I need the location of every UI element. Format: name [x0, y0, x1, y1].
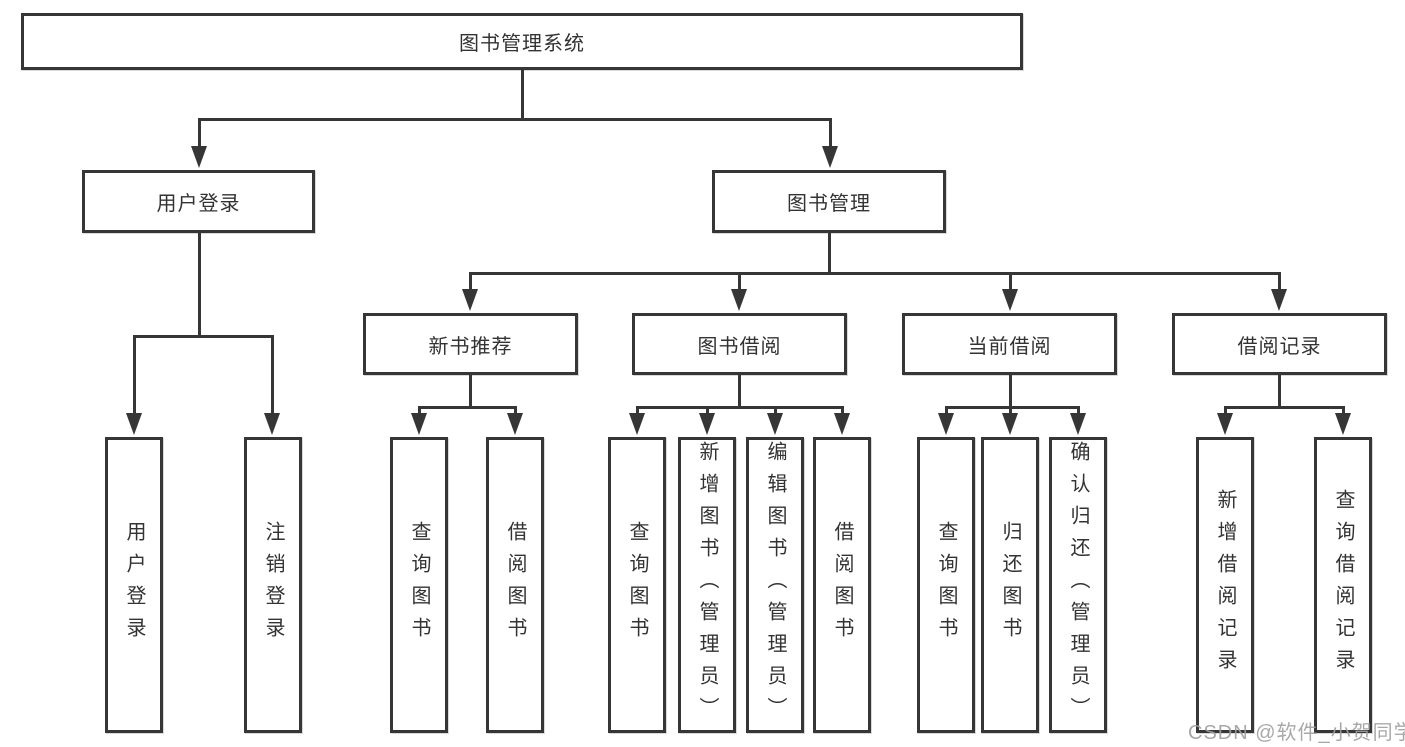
connector-line	[829, 119, 832, 151]
node-book-borrowing: 图书借阅	[632, 313, 847, 375]
connector-line	[1009, 374, 1012, 407]
connector-line	[1009, 273, 1012, 293]
connector-line	[1278, 273, 1281, 293]
connector-line	[636, 406, 844, 409]
node-book-management: 图书管理	[712, 170, 946, 233]
arrow-down-icon	[264, 413, 280, 435]
connector-line	[198, 232, 201, 336]
connector-line	[418, 406, 517, 409]
connector-line	[198, 119, 201, 151]
arrow-down-icon	[938, 413, 954, 435]
connector-line	[469, 273, 472, 293]
node-label: 新增图书（管理员）	[696, 441, 718, 729]
arrow-down-icon	[629, 413, 645, 435]
node-label: 新增借阅记录	[1214, 489, 1236, 681]
arrow-down-icon	[191, 146, 207, 168]
connector-line	[521, 68, 524, 120]
arrow-down-icon	[1002, 413, 1018, 435]
arrow-down-icon	[1070, 413, 1086, 435]
node-label: 图书管理系统	[459, 33, 585, 55]
node-label: 查询图书	[626, 521, 648, 649]
node-confirm-return-admin: 确认归还（管理员）	[1049, 437, 1107, 733]
node-edit-book-admin: 编辑图书（管理员）	[746, 437, 804, 733]
connector-line	[706, 407, 709, 417]
connector-line	[1224, 407, 1227, 417]
node-new-book-recommendation: 新书推荐	[363, 313, 578, 375]
node-logout-action: 注销登录	[244, 437, 302, 733]
node-current-borrowing: 当前借阅	[902, 313, 1117, 375]
arrow-down-icon	[731, 289, 747, 311]
node-label: 借阅图书	[504, 521, 526, 649]
connector-line	[469, 272, 1281, 275]
arrow-down-icon	[462, 289, 478, 311]
arrow-down-icon	[411, 413, 427, 435]
connector-line	[738, 374, 741, 407]
connector-line	[1342, 407, 1345, 417]
node-label: 用户登录	[123, 521, 145, 649]
csdn-watermark: CSDN @软件_小贺同学	[1188, 722, 1405, 744]
node-label: 确认归还（管理员）	[1067, 441, 1089, 729]
connector-line	[1077, 407, 1080, 417]
connector-line	[469, 374, 472, 407]
node-label: 注销登录	[262, 521, 284, 649]
connector-line	[133, 336, 136, 416]
node-library-management-system: 图书管理系统	[21, 13, 1023, 70]
arrow-down-icon	[126, 413, 142, 435]
node-user-login: 用户登录	[82, 170, 315, 233]
node-query-books-recommend: 查询图书	[390, 437, 448, 733]
arrow-down-icon	[1271, 289, 1287, 311]
node-return-books: 归还图书	[981, 437, 1039, 733]
node-query-books-borrowing: 查询图书	[608, 437, 666, 733]
node-label: 编辑图书（管理员）	[764, 441, 786, 729]
arrow-down-icon	[1002, 289, 1018, 311]
node-add-borrow-record: 新增借阅记录	[1196, 437, 1254, 733]
arrow-down-icon	[822, 146, 838, 168]
node-label: 图书借阅	[697, 335, 782, 358]
connector-line	[133, 335, 274, 338]
connector-line	[774, 407, 777, 417]
node-borrowing-records: 借阅记录	[1172, 313, 1387, 375]
connector-line	[1278, 374, 1281, 407]
arrow-down-icon	[767, 413, 783, 435]
connector-line	[1009, 407, 1012, 417]
arrow-down-icon	[1335, 413, 1351, 435]
connector-line	[636, 407, 639, 417]
node-label: 当前借阅	[967, 335, 1052, 358]
node-query-books-current: 查询图书	[917, 437, 975, 733]
connector-line	[841, 407, 844, 417]
connector-line	[945, 407, 948, 417]
arrow-down-icon	[699, 413, 715, 435]
node-query-borrow-record: 查询借阅记录	[1314, 437, 1372, 733]
connector-line	[198, 118, 832, 121]
node-borrow-books: 借阅图书	[813, 437, 871, 733]
connector-line	[271, 336, 274, 416]
node-add-book-admin: 新增图书（管理员）	[678, 437, 736, 733]
connector-line	[418, 407, 421, 417]
node-label: 新书推荐	[428, 335, 513, 358]
connector-line	[514, 407, 517, 417]
connector-line	[828, 232, 831, 273]
connector-line	[945, 406, 1080, 409]
arrow-down-icon	[834, 413, 850, 435]
node-label: 查询图书	[408, 521, 430, 649]
arrow-down-icon	[507, 413, 523, 435]
node-borrow-books-recommend: 借阅图书	[486, 437, 544, 733]
node-label: 图书管理	[787, 193, 871, 215]
node-label: 借阅图书	[831, 521, 853, 649]
arrow-down-icon	[1217, 413, 1233, 435]
connector-line	[738, 273, 741, 293]
node-label: 查询图书	[935, 521, 957, 649]
node-label: 借阅记录	[1237, 335, 1322, 358]
node-label: 归还图书	[999, 521, 1021, 649]
node-label: 查询借阅记录	[1332, 489, 1354, 681]
connector-line	[1224, 406, 1345, 409]
node-user-login-action: 用户登录	[105, 437, 163, 733]
node-label: 用户登录	[156, 193, 241, 215]
